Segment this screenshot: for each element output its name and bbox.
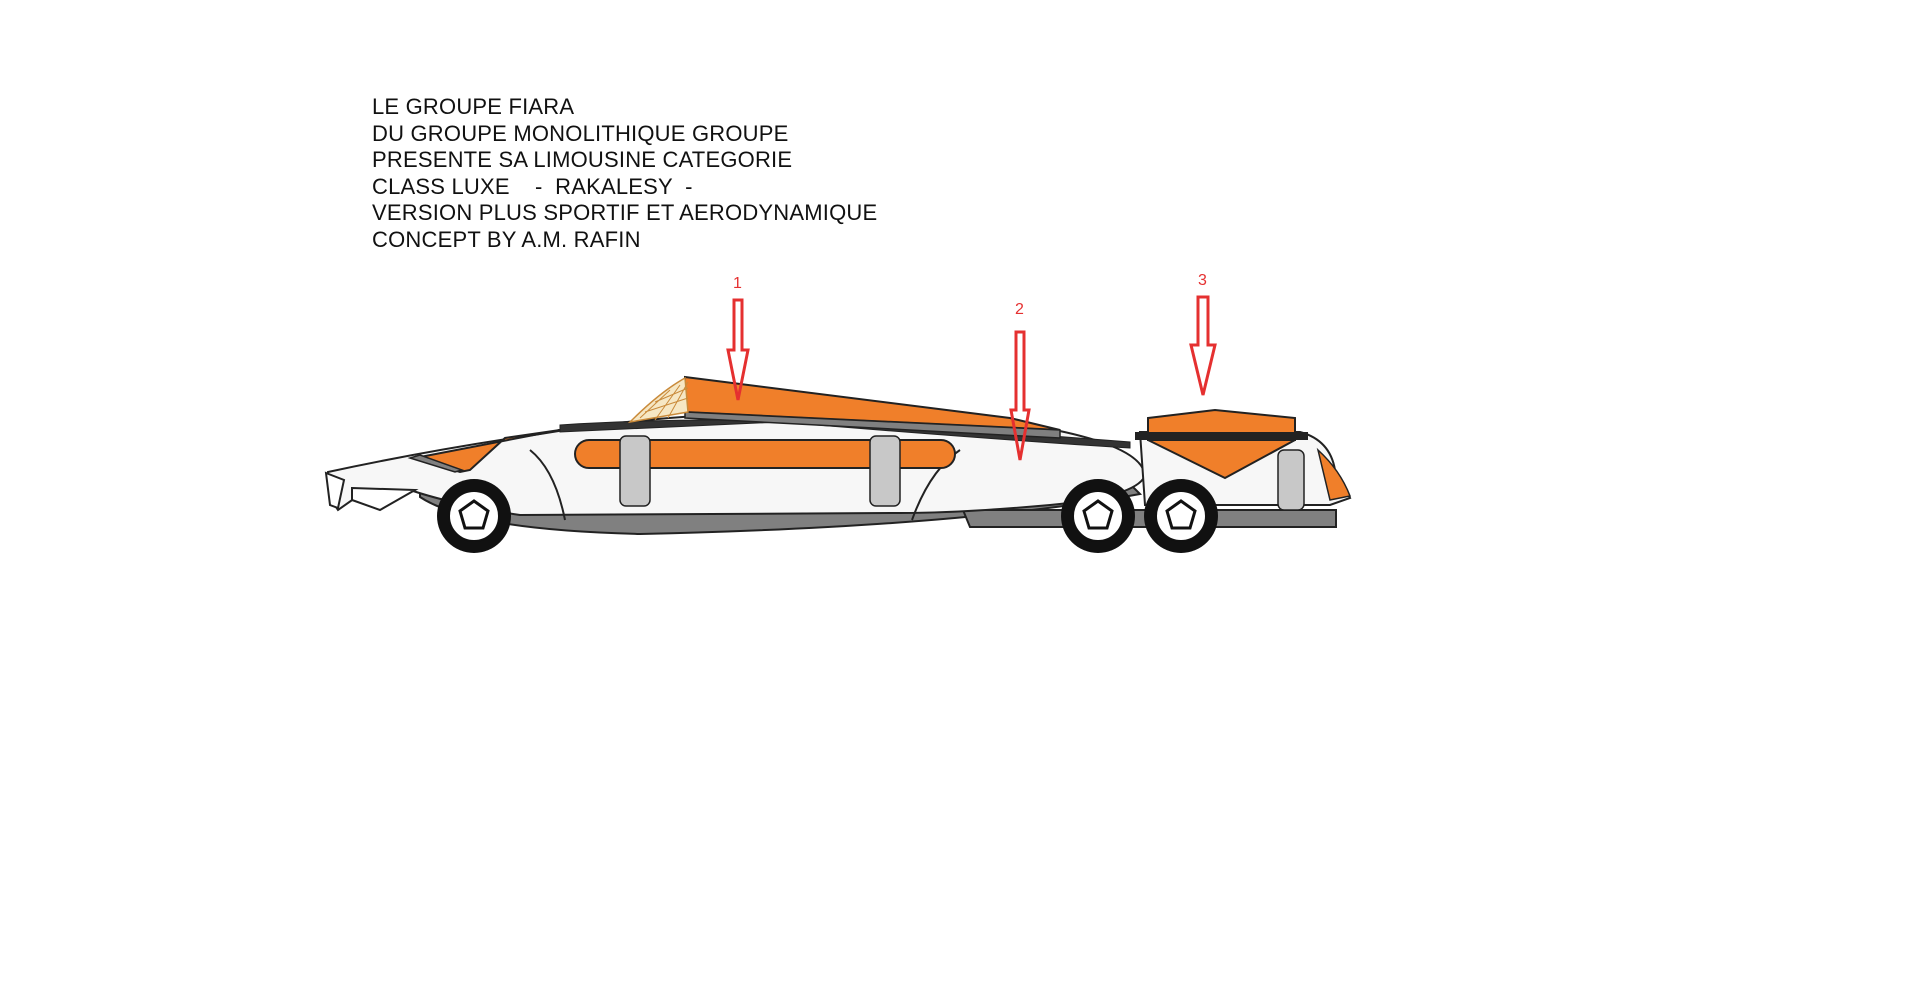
front-nose	[324, 471, 419, 512]
roof-wedge-dark	[684, 411, 1061, 439]
hood-dark-stripe	[407, 454, 465, 473]
wheel-middle	[1061, 479, 1135, 553]
title-line-1: LE GROUPE FIARA	[372, 94, 575, 119]
title-block: LE GROUPE FIARA DU GROUPE MONOLITHIQUE G…	[372, 94, 877, 254]
wheel-front	[437, 479, 511, 553]
wheel-rear	[1144, 479, 1218, 553]
arrow-3	[1189, 295, 1217, 396]
callout-1-label: 1	[733, 275, 742, 292]
door-seam	[529, 449, 566, 521]
rear-door-pillar	[869, 435, 901, 507]
title-line-4: CLASS LUXE - RAKALESY -	[372, 173, 693, 199]
title-line-2: DU GROUPE MONOLITHIQUE GROUPE	[372, 120, 789, 146]
side-stripe	[574, 439, 956, 469]
callout-2-label: 2	[1015, 301, 1024, 318]
rear-module-wedge	[1147, 439, 1296, 480]
rear-module-band	[1135, 432, 1308, 440]
arrow-2	[1009, 330, 1031, 461]
rear-fin	[1316, 447, 1352, 501]
front-door-pillar	[619, 435, 651, 507]
rear-module-pillar	[1277, 449, 1305, 511]
title-line-6: CONCEPT BY A.M. RAFIN	[372, 226, 641, 252]
callout-3-label: 3	[1198, 272, 1207, 289]
windshield-grid	[639, 381, 689, 421]
title-line-5: VERSION PLUS SPORTIF ET AERODYNAMIQUE	[372, 200, 878, 226]
arrow-1	[726, 298, 750, 401]
title-line-3: PRESENTE SA LIMOUSINE CATEGORIE	[372, 147, 793, 173]
